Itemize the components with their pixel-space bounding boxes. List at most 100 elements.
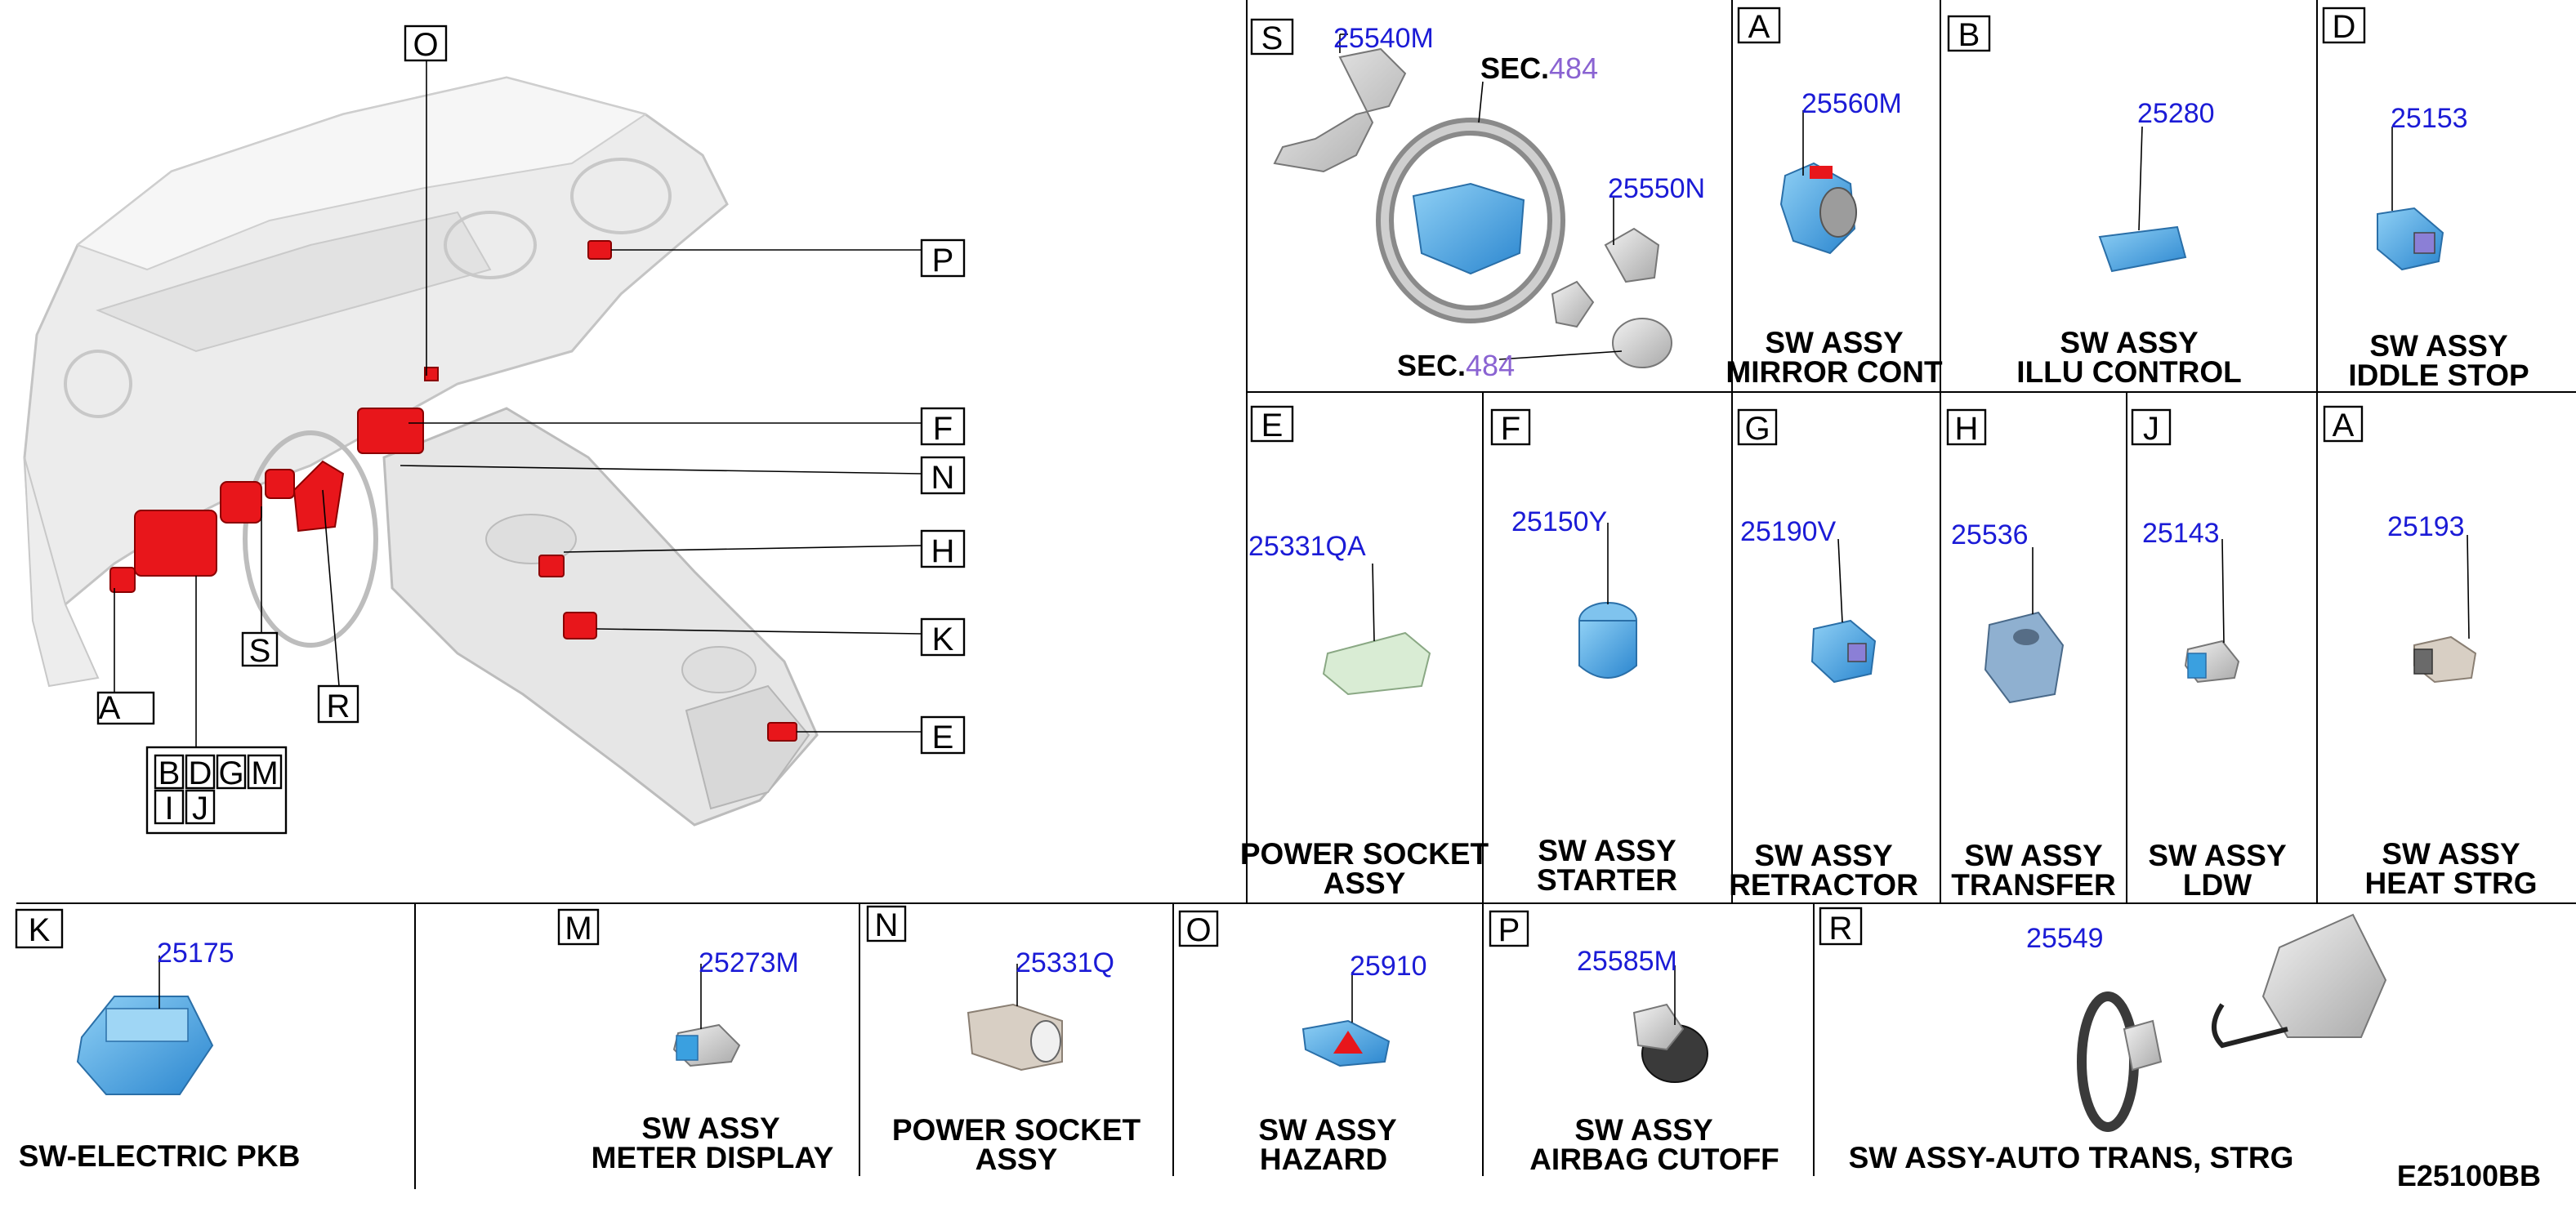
part-number-25150Y: 25150Y: [1511, 506, 1607, 537]
svg-text:SW ASSY: SW ASSY: [1538, 834, 1676, 867]
panel-D-idle: D 25153 SW ASSY IDDLE STOP: [2322, 7, 2529, 392]
overview-leaders: [114, 57, 922, 747]
sec-reference-top: SEC.484: [1480, 51, 1598, 85]
part-number-25585M: 25585M: [1577, 946, 1677, 977]
dashboard-overview: O P F N H K E A S R B D G M I J: [23, 25, 966, 835]
panel-H-transfer: H 25536 SW ASSY TRANSFER: [1946, 408, 2116, 902]
callout-F: F: [933, 411, 953, 447]
group-M: M: [251, 755, 278, 791]
sec-reference-bottom: SEC.484: [1397, 349, 1515, 382]
panel-K-pkb: K 25175 SW-ELECTRIC PKB: [15, 908, 301, 1173]
callout-A: A: [99, 690, 121, 726]
callout-P: P: [932, 243, 954, 278]
svg-text:R: R: [1829, 911, 1853, 947]
starter-switch-icon: [1578, 620, 1637, 679]
svg-text:SW ASSY: SW ASSY: [1754, 839, 1893, 872]
airbag-module-icon: [1612, 318, 1672, 368]
panel-N-socket: N 25331Q POWER SOCKET ASSY: [866, 905, 1141, 1176]
panel-B-illu: B 25280 SW ASSY ILLU CONTROL: [1947, 15, 2242, 389]
callout-O: O: [413, 27, 438, 63]
group-J: J: [192, 791, 208, 827]
steering-switch-icon: [1604, 227, 1660, 283]
svg-text:ASSY: ASSY: [1324, 867, 1406, 900]
part-number-25560M: 25560M: [1801, 88, 1902, 119]
paddle-switch-right-icon: [2261, 913, 2387, 1038]
svg-text:SW ASSY: SW ASSY: [2369, 329, 2508, 363]
idle-stop-switch-icon: [2377, 207, 2444, 271]
svg-text:F: F: [1501, 411, 1520, 447]
part-number-25910: 25910: [1350, 951, 1427, 982]
svg-text:A: A: [2333, 408, 2355, 443]
svg-text:G: G: [1744, 411, 1770, 447]
part-number-25190V: 25190V: [1740, 516, 1837, 547]
svg-text:H: H: [1955, 411, 1979, 447]
callout-H: H: [931, 533, 955, 569]
callout-S: S: [249, 633, 271, 669]
part-number-25536: 25536: [1951, 519, 2029, 550]
panel-A-heat: A 25193 SW ASSY HEAT STRG: [2323, 405, 2538, 900]
svg-text:LDW: LDW: [2183, 868, 2252, 902]
part-number-25549: 25549: [2026, 923, 2104, 954]
panel-F-starter: F 25150Y SW ASSY STARTER: [1490, 408, 1677, 897]
part-number-25280: 25280: [2137, 98, 2215, 129]
svg-text:M: M: [565, 911, 592, 947]
svg-text:SW ASSY: SW ASSY: [1258, 1113, 1397, 1147]
combination-switch-icon: [1273, 47, 1407, 173]
svg-text:METER DISPLAY: METER DISPLAY: [592, 1141, 834, 1174]
svg-text:SW ASSY: SW ASSY: [1765, 326, 1904, 359]
svg-text:POWER SOCKET: POWER SOCKET: [892, 1113, 1141, 1147]
svg-text:SW ASSY: SW ASSY: [2148, 839, 2287, 872]
svg-text:N: N: [875, 907, 899, 943]
callout-K: K: [932, 622, 954, 657]
svg-text:SW ASSY: SW ASSY: [1574, 1113, 1713, 1147]
part-number-25273M: 25273M: [699, 947, 799, 978]
part-number-25153: 25153: [2391, 103, 2468, 134]
part-number-25193: 25193: [2387, 511, 2465, 542]
panel-R-auto-trans: R 25549 SW ASSY-AUTO TRANS, STRG: [1819, 907, 2387, 1174]
part-number-25550N: 25550N: [1608, 173, 1705, 204]
panel-A-mirror: A 25560M SW ASSY MIRROR CONT: [1726, 7, 1943, 389]
callout-R: R: [327, 688, 350, 724]
part-number-25540M: 25540M: [1333, 23, 1434, 54]
panel-O-hazard: O 25910 SW ASSY HAZARD: [1178, 910, 1427, 1176]
panel-E-socket: E 25331QA POWER SOCKET ASSY: [1240, 405, 1489, 900]
panel-P-airbag: P 25585M SW ASSY AIRBAG CUTOFF: [1489, 910, 1779, 1176]
panel-G-retractor: G 25190V SW ASSY RETRACTOR: [1729, 408, 1918, 902]
callout-group: B D G M I J: [154, 754, 283, 827]
svg-text:SW ASSY-AUTO TRANS, STRG: SW ASSY-AUTO TRANS, STRG: [1849, 1141, 2294, 1174]
svg-text:AIRBAG CUTOFF: AIRBAG CUTOFF: [1529, 1143, 1779, 1176]
svg-text:ILLU CONTROL: ILLU CONTROL: [2016, 355, 2241, 389]
panel-S: S 25540M 25550N SEC.484 SEC.484: [1250, 18, 1705, 382]
panel-S-letter: S: [1261, 20, 1284, 56]
group-B: B: [158, 755, 181, 791]
svg-text:ASSY: ASSY: [975, 1143, 1058, 1176]
group-G: G: [218, 755, 243, 791]
svg-text:SW-ELECTRIC PKB: SW-ELECTRIC PKB: [19, 1139, 301, 1173]
svg-text:K: K: [29, 912, 51, 948]
panel-M-meter: M 25273M SW ASSY METER DISPLAY: [557, 908, 834, 1174]
svg-text:SW ASSY: SW ASSY: [2382, 837, 2520, 871]
svg-text:TRANSFER: TRANSFER: [1951, 868, 2115, 902]
svg-text:D: D: [2333, 9, 2356, 45]
group-D: D: [189, 755, 212, 791]
svg-text:J: J: [2143, 411, 2159, 447]
group-I: I: [164, 791, 173, 827]
callout-E: E: [932, 720, 954, 755]
part-number-25143: 25143: [2142, 518, 2220, 549]
svg-text:HEAT STRG: HEAT STRG: [2364, 867, 2537, 900]
svg-text:SW ASSY: SW ASSY: [641, 1112, 780, 1145]
svg-text:STARTER: STARTER: [1537, 863, 1677, 897]
part-number-25175: 25175: [157, 938, 234, 969]
svg-text:IDDLE STOP: IDDLE STOP: [2348, 359, 2529, 392]
svg-text:B: B: [1958, 17, 1980, 53]
svg-text:POWER SOCKET: POWER SOCKET: [1240, 837, 1489, 871]
svg-text:HAZARD: HAZARD: [1260, 1143, 1387, 1176]
illumination-switch-icon: [2098, 225, 2187, 273]
svg-text:O: O: [1185, 912, 1211, 948]
transfer-switch-icon: [1984, 611, 2065, 704]
callout-N: N: [931, 460, 955, 496]
paddle-switch-icon: [2077, 991, 2139, 1132]
svg-text:E: E: [1261, 408, 1284, 443]
diagram-code: E25100BB: [2397, 1159, 2541, 1192]
